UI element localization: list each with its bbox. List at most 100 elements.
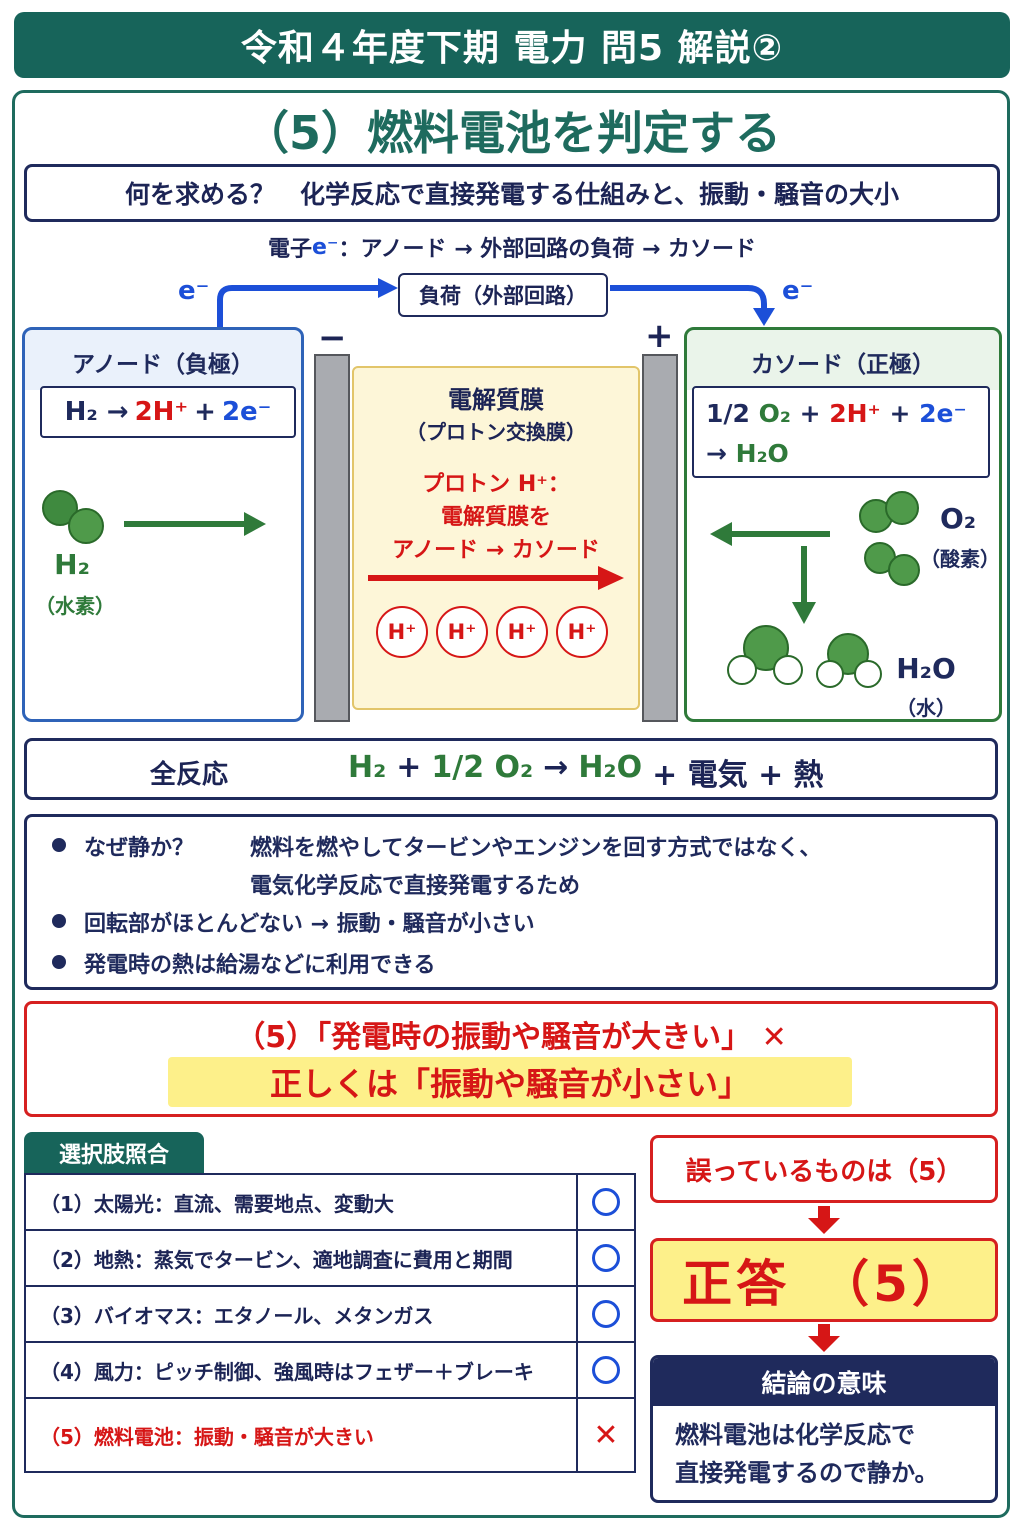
cathode-arrow: → xyxy=(706,439,727,468)
circuit-wire-right xyxy=(610,285,767,312)
selection-row-mark xyxy=(576,1343,634,1397)
content-frame xyxy=(12,90,1010,1518)
load-box: 負荷（外部回路） xyxy=(398,273,608,317)
total-rest: + 電気 + 熱 xyxy=(652,758,824,793)
selection-table: （1）太陽光：直流、需要地点、変動大 （2）地熱：蒸気でタービン、適地調査に費用… xyxy=(24,1173,636,1473)
down-arrow-icon-1 xyxy=(808,1206,840,1234)
total-arrow: → xyxy=(543,750,569,785)
section-heading: （5）燃料電池を判定する xyxy=(242,106,781,160)
total-o2: 1/2 O₂ xyxy=(431,750,534,785)
anode-electron: 2e⁻ xyxy=(221,397,272,427)
electron-flow-note: 電子 e⁻ ：アノード → 外部回路の負荷 → カソード xyxy=(24,230,1000,264)
note-question-line-2: 電気化学反応で直接発電するため xyxy=(250,874,581,899)
oxygen-flow-arrowhead xyxy=(710,522,732,546)
down-arrow-head-1 xyxy=(808,1218,840,1234)
selection-tab: 選択肢照合 xyxy=(24,1132,204,1174)
down-arrow-head-2 xyxy=(808,1336,840,1352)
correct-circle-icon xyxy=(592,1300,620,1328)
bullet-dot-1 xyxy=(52,838,66,852)
selection-row-mark xyxy=(576,1287,634,1341)
circuit-arrows xyxy=(217,278,775,328)
correction-text: 正しくは「振動や騒音が小さい」 xyxy=(269,1065,750,1103)
selection-row-text: （5）燃料電池：振動・騒音が大きい xyxy=(40,1424,374,1449)
final-answer-text: 正答 （5） xyxy=(682,1255,966,1313)
wrong-statement-line: （5）「発電時の振動や騒音が大きい」 ✕ xyxy=(235,1020,787,1055)
water-flow-arrowhead xyxy=(792,602,816,624)
selection-row-3: （3）バイオマス：エタノール、メタンガス xyxy=(26,1287,634,1343)
proton-line-2: 電解質膜を xyxy=(440,505,551,530)
cathode-electrode xyxy=(642,354,678,722)
selection-row-text: （4）風力：ピッチ制御、強風時はフェザー＋ブレーキ xyxy=(40,1359,534,1384)
oxygen-name: （酸素） xyxy=(920,547,1000,571)
note-question-label: なぜ静か？ xyxy=(84,836,195,861)
oxygen-atom-4 xyxy=(888,554,920,586)
hydrogen-atom-2 xyxy=(68,508,104,544)
bullet-dot-3 xyxy=(52,955,66,969)
correct-circle-icon xyxy=(592,1244,620,1272)
total-reaction-equation: H₂ + 1/2 O₂ → H₂O + 電気 + 熱 xyxy=(348,750,824,794)
water-hydrogen-1a xyxy=(727,655,757,685)
cathode-product: H₂O xyxy=(735,439,789,468)
hydrogen-flow-arrowhead xyxy=(244,512,266,536)
hydrogen-atom-1 xyxy=(42,490,78,526)
selection-row-text: （1）太陽光：直流、需要地点、変動大 xyxy=(40,1191,394,1216)
question-text: 何を求める？ 化学反応で直接発電する仕組みと、振動・騒音の大小 xyxy=(124,180,899,209)
incorrect-answer-text: 誤っているものは（5） xyxy=(685,1156,963,1187)
total-reaction-box xyxy=(24,738,998,800)
selection-row-mark xyxy=(576,1231,634,1285)
correct-circle-icon xyxy=(592,1188,620,1216)
notes-box xyxy=(24,814,998,990)
conclusion-line-2: 直接発電するので静か。 xyxy=(675,1459,939,1487)
conclusion-box: 結論の意味 燃料電池は化学反応で 直接発電するので静か。 xyxy=(650,1355,998,1503)
anode-proton: 2H⁺ xyxy=(134,397,189,427)
proton-ion-2: H⁺ xyxy=(436,606,488,658)
electron-label-left: e⁻ xyxy=(178,276,210,306)
page-title-bar: 令和４年度下期 電力 問5 解説② xyxy=(14,12,1010,78)
correct-circle-icon xyxy=(592,1356,620,1384)
water-name: （水） xyxy=(896,696,956,720)
circuit-arrowhead-right xyxy=(753,308,775,326)
note-bullet-2: 回転部がほとんどない → 振動・騒音が小さい xyxy=(84,912,535,937)
total-plus-1: + xyxy=(396,750,422,785)
anode-reaction-box: H₂ → 2H⁺ + 2e⁻ xyxy=(40,386,296,438)
cathode-reaction-line-2: → H₂O xyxy=(706,434,988,474)
hydrogen-label: H₂ xyxy=(54,548,90,581)
water-hydrogen-2b xyxy=(854,660,882,688)
cathode-reaction-line-1: 1/2 O₂ + 2H⁺ + 2e⁻ xyxy=(706,394,988,434)
cathode-half: 1/2 xyxy=(706,399,750,428)
note-bullet-3: 発電時の熱は給湯などに利用できる xyxy=(84,953,436,978)
proton-ion-1: H⁺ xyxy=(376,606,428,658)
anode-plus: + xyxy=(194,397,216,427)
circuit-wire-left xyxy=(217,285,380,328)
incorrect-answer-box: 誤っているものは（5） xyxy=(650,1135,998,1203)
proton-arrow xyxy=(368,566,624,590)
proton-arrowhead xyxy=(598,566,624,590)
down-arrow-icon-2 xyxy=(808,1324,840,1352)
electron-flow-text: ：アノード → 外部回路の負荷 → カソード xyxy=(338,237,757,262)
anode-h2: H₂ → xyxy=(64,397,129,427)
anode-title: アノード（負極） xyxy=(72,352,254,378)
electron-flow-prefix: 電子 xyxy=(267,237,312,262)
oxygen-water-graphic xyxy=(710,491,920,688)
question-box: 何を求める？ 化学反応で直接発電する仕組みと、振動・騒音の大小 xyxy=(24,164,1000,222)
electron-symbol: e⁻ xyxy=(311,234,339,260)
cathode-plus-1: + xyxy=(799,399,821,428)
cathode-plus-2: + xyxy=(889,399,911,428)
anode-electrode xyxy=(314,354,350,722)
cross-icon: ✕ xyxy=(593,1417,619,1453)
electron-label-right: e⁻ xyxy=(782,276,814,306)
membrane-title: 電解質膜 xyxy=(448,386,544,414)
selection-row-mark xyxy=(576,1175,634,1229)
down-arrow-stem-1 xyxy=(818,1206,830,1218)
final-answer-box: 正答 （5） xyxy=(650,1238,998,1322)
minus-sign: − xyxy=(318,318,347,358)
total-reaction-label: 全反応 xyxy=(150,760,229,790)
cathode-o2: O₂ xyxy=(758,399,791,428)
conclusion-title: 結論の意味 xyxy=(653,1358,995,1406)
selection-row-4: （4）風力：ピッチ制御、強風時はフェザー＋ブレーキ xyxy=(26,1343,634,1399)
plus-sign: + xyxy=(645,316,674,356)
oxygen-label: O₂ xyxy=(939,502,977,535)
selection-row-1: （1）太陽光：直流、需要地点、変動大 xyxy=(26,1175,634,1231)
water-label: H₂O xyxy=(896,652,956,685)
water-oxygen-1 xyxy=(743,625,789,671)
